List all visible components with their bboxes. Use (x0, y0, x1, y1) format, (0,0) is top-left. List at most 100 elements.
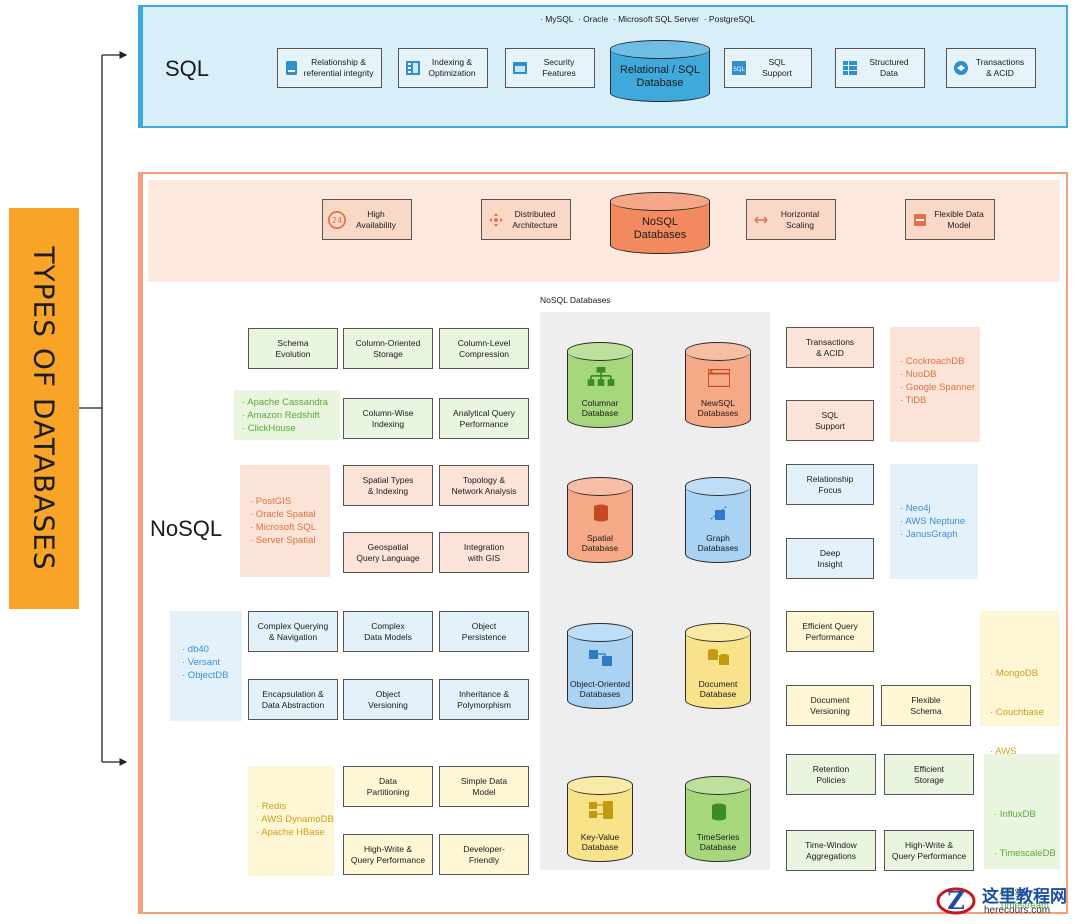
transaction-icon (954, 61, 968, 75)
document-feature-efficient-query: Efficient Query Performance (786, 611, 874, 652)
feature-label: Transactions & ACID (975, 57, 1025, 78)
kv-feature-high-write: High-Write & Query Performance (343, 834, 433, 875)
feature-label: High Availability (355, 208, 396, 230)
sql-label: SQL (165, 56, 210, 81)
object-oriented-label: Object-Oriented Databases (570, 678, 630, 699)
newsql-database-cylinder: NewSQL Databases (685, 342, 751, 428)
example-item: · Google Spanner (900, 382, 975, 393)
nosql-feature-horizontal-scaling: Horizontal Scaling (746, 199, 836, 240)
feature-label: Flexible Data Model (934, 208, 984, 230)
columnar-label: Columnar Database (581, 397, 619, 418)
example-item: · CockroachDB (900, 356, 965, 367)
nosql-database-label: NoSQL Databases (633, 215, 687, 241)
spatial-feature-types-indexing: Spatial Types & Indexing (343, 465, 433, 506)
spatial-feature-query-language: Geospatial Query Language (343, 532, 433, 573)
example-item: · Microsoft SQL (250, 522, 316, 533)
database-icon (712, 803, 726, 821)
oo-feature-encapsulation: Encapsulation & Data Abstraction (248, 679, 338, 720)
sql-database-cylinder: Relational / SQL Database (610, 40, 710, 102)
columnar-feature-compression: Column-Level Compression (439, 328, 529, 369)
documents-icon (708, 649, 729, 665)
example-item: · AWS Timestream (994, 887, 1049, 911)
example-item: · TiDB (900, 395, 927, 406)
nosql-database-cylinder: NoSQL Databases (610, 192, 710, 254)
document-label: Document Database (698, 678, 738, 699)
columnar-database-cylinder: Columnar Database (567, 342, 633, 428)
sql-feature-indexing: Indexing & Optimization (398, 48, 488, 88)
sql-feature-security: Security Features (505, 48, 595, 88)
svg-text:Z: Z (947, 886, 965, 915)
kv-feature-simple-model: Simple Data Model (439, 766, 529, 807)
newsql-label: NewSQL Databases (697, 397, 739, 418)
svg-text:SQL: SQL (733, 66, 746, 73)
feature-label: Horizontal Scaling (780, 208, 820, 230)
document-icon (286, 61, 297, 75)
columns-icon (587, 367, 615, 386)
key-value-database-cylinder: Key-Value Database (567, 776, 633, 862)
oo-feature-persistence: Object Persistence (439, 611, 529, 652)
data-file-icon (914, 213, 926, 226)
clock-24-icon: 24 (328, 210, 346, 229)
index-icon (406, 61, 420, 75)
spatial-examples: · PostGIS · Oracle Spatial · Microsoft S… (240, 465, 330, 577)
window-icon (708, 369, 730, 387)
graph-examples: · Neo4j · AWS Neptune · JanusGraph (890, 464, 978, 579)
oo-feature-complex-models: Complex Data Models (343, 611, 433, 652)
example-item: · MongoDB (990, 668, 1039, 679)
timeseries-label: TimeSeries Database (696, 831, 740, 852)
example-item: · Server Spatial (250, 535, 316, 546)
sql-feature-transactions: Transactions & ACID (946, 48, 1036, 88)
example-item: · AWS DynamoDB (256, 814, 334, 825)
key-value-examples: · Redis · AWS DynamoDB · Apache HBase (248, 766, 334, 876)
columnar-examples: · Apache Cassandra · Amazon Redshift · C… (234, 390, 340, 440)
example-item: · Couchbase (990, 707, 1044, 718)
graph-icon (710, 505, 728, 520)
example-item: · Neo4j (900, 503, 931, 514)
newsql-feature-sql-support: SQL Support (786, 400, 874, 441)
example-item: · ClickHouse (242, 423, 296, 434)
nosql-label: NoSQL (150, 516, 223, 541)
spatial-feature-topology: Topology & Network Analysis (439, 465, 529, 506)
timeseries-database-cylinder: TimeSeries Database (685, 776, 751, 862)
spatial-database-cylinder: Spatial Database (567, 477, 633, 563)
sql-feature-relationship: Relationship & referential integrity (277, 48, 382, 88)
oo-feature-inheritance: Inheritance & Polymorphism (439, 679, 529, 720)
watermark-logo: Z (936, 886, 976, 915)
columnar-feature-column-oriented: Column-Oriented Storage (343, 328, 433, 369)
document-database-cylinder: Document Database (685, 623, 751, 709)
example-item: · Versant (182, 657, 221, 668)
database-icon (594, 504, 608, 522)
example-item: · Apache Cassandra (242, 397, 329, 408)
example-item: · Amazon Redshift (242, 410, 320, 421)
watermark-name: 这里教程网 (982, 887, 1067, 907)
key-value-icon (589, 801, 613, 819)
example-item: · PostGIS (250, 496, 292, 507)
feature-label: Relationship & referential integrity (303, 57, 374, 78)
graph-label: Graph Databases (697, 532, 739, 553)
example-item: · Apache HBase (256, 827, 325, 838)
nosql-feature-flexible-model: Flexible Data Model (905, 199, 995, 240)
columnar-feature-schema-evolution: Schema Evolution (248, 328, 338, 369)
feature-label: Structured Data (869, 57, 909, 78)
document-examples: · MongoDB · Couchbase · AWS DynamoDB (980, 611, 1060, 770)
graph-feature-relationship: Relationship Focus (786, 464, 874, 505)
feature-label: SQL Support (762, 57, 792, 78)
example-item: · db40 (182, 644, 209, 655)
example-item: · JanusGraph (900, 529, 958, 540)
oo-feature-complex-querying: Complex Querying & Navigation (248, 611, 338, 652)
oo-feature-versioning: Object Versioning (343, 679, 433, 720)
ts-feature-time-window: Time-Window Aggregations (786, 830, 876, 871)
example-item: · NuoDB (900, 369, 937, 380)
sql-database-label: Relational / SQL Database (619, 63, 701, 89)
nosql-feature-distributed: Distributed Architecture (481, 199, 571, 240)
graph-feature-deep-insight: Deep Insight (786, 538, 874, 579)
graph-database-cylinder: Graph Databases (685, 477, 751, 563)
newsql-feature-transactions: Transactions & ACID (786, 327, 874, 368)
watermark-url: herecours.com (984, 905, 1051, 916)
svg-text:24: 24 (332, 215, 342, 225)
ts-feature-retention: Retention Policies (786, 754, 876, 795)
ts-feature-high-write: High-Write & Query Performance (884, 830, 974, 871)
watermark: Z 这里教程网 herecours.com (936, 880, 1076, 922)
spatial-feature-gis: Integration with GIS (439, 532, 529, 573)
object-oriented-database-cylinder: Object-Oriented Databases (567, 623, 633, 709)
